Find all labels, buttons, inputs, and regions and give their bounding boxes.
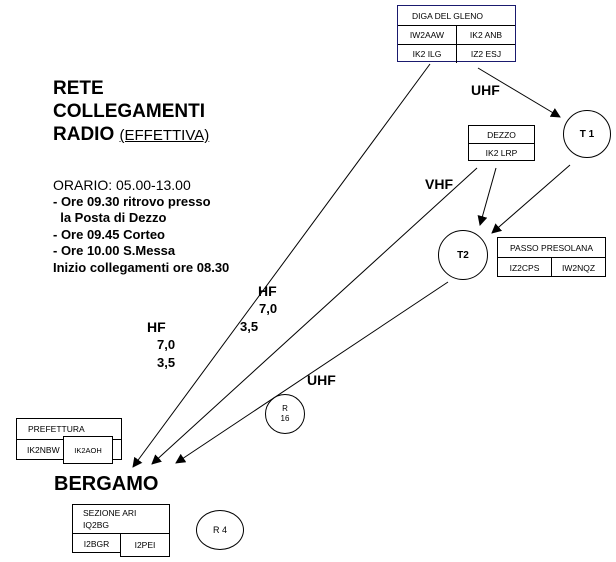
schedule: ORARIO: 05.00-13.00 - Ore 09.30 ritrovo … [53,177,229,276]
station-sezione-call-2: I2PEI [120,533,170,557]
station-call: IK2NBW [27,445,60,455]
link-freq-hf-right-2: 3,5 [240,319,259,334]
schedule-header: ORARIO: 05.00-13.00 [53,177,191,193]
node-label: R [282,404,288,413]
schedule-item: - Ore 09.30 ritrovo presso [53,193,211,209]
title-subtitle: (EFFETTIVA) [119,127,210,144]
station-dezzo: DEZZO IK2 LRP [468,125,535,161]
node-t2: T2 [438,230,488,280]
node-label: R 4 [212,525,227,535]
link-dezzo-bergamo-vhf [151,167,478,465]
station-call: IZ2 ESJ [456,45,515,63]
link-freq-hf-right-1: 7,0 [259,301,278,316]
link-label-uhf-top: UHF [471,82,500,98]
node-r16: R 16 [265,394,305,434]
node-label: 16 [280,414,290,423]
schedule-item: la Posta di Dezzo [53,210,167,225]
schedule-item: - Ore 10.00 S.Messa [53,243,176,258]
node-r4: R 4 [196,510,244,550]
station-call: IW2AAW [409,30,445,40]
link-diga-t1-uhf [477,67,561,118]
link-t2-bergamo-uhf [175,281,449,464]
station-call: IZ2CPS [509,262,540,273]
link-freq-hf-left-1: 7,0 [157,337,176,352]
station-call: I2PEI [134,540,156,550]
station-name: DEZZO [487,129,516,140]
station-call: IK2AOH [74,445,102,455]
node-label: T 1 [579,128,595,140]
station-diga-del-gleno: DIGA DEL GLENO IW2AAW IK2 ANB IK2 ILG IZ2 … [397,5,516,63]
node-label: T2 [457,249,469,261]
station-prefettura-call-2: IK2AOH [63,436,113,464]
station-call: IK2 LRP [485,147,518,158]
station-passo-presolana: PASSO PRESOLANA IZ2CPS IW2NQZ [497,237,606,277]
link-dezzo-t2 [477,167,497,226]
link-label-hf-left: HF [147,319,166,335]
link-diga-bergamo-hf [132,63,431,468]
link-t1-t2 [491,164,571,234]
station-name: PREFETTURA [28,424,85,434]
schedule-item: Inizio collegamenti ore 08.30 [53,259,230,275]
station-club-call: IQ2BG [83,520,109,530]
station-name: SEZIONE ARI [83,508,137,518]
station-call: I2BGR [83,538,110,549]
title-radio: RADIO [53,124,115,145]
destination-bergamo: BERGAMO [54,473,159,495]
station-name: DIGA DEL GLENO [412,10,484,21]
title-line-3: RADIO (EFFETTIVA) [53,123,209,147]
link-freq-hf-left-2: 3,5 [157,355,176,370]
node-t1: T 1 [563,110,611,158]
link-label-uhf-bottom: UHF [307,372,336,388]
title-line-1: RETE [53,78,104,99]
station-call: IK2 ANB [456,26,515,44]
schedule-item: - Ore 09.45 Corteo [53,226,165,242]
link-label-vhf: VHF [425,176,453,192]
station-name: PASSO PRESOLANA [510,242,593,253]
diagram-title: RETE COLLEGAMENTI RADIO (EFFETTIVA) [53,77,209,147]
title-line-2: COLLEGAMENTI [53,101,205,122]
station-call: IW2NQZ [551,258,605,277]
link-label-hf-right: HF [258,283,277,299]
station-call: IK2 ILG [412,49,442,59]
